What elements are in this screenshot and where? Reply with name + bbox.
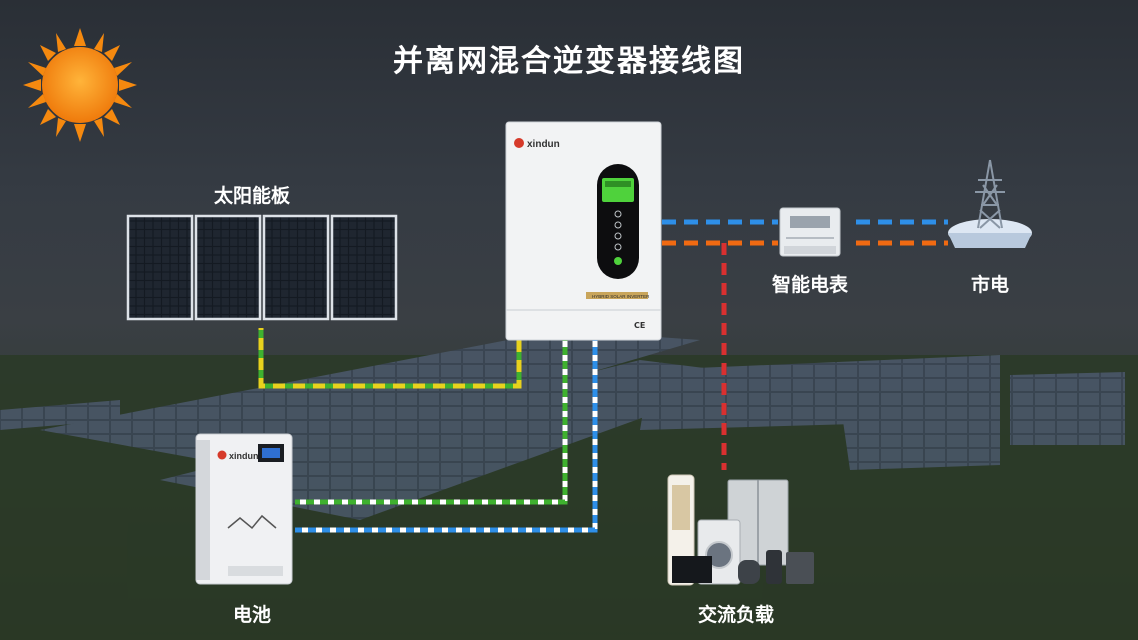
grid-wiring <box>662 219 948 246</box>
battery-unit: xindun <box>195 433 293 585</box>
solar-panel-array <box>126 214 398 321</box>
inverter-indicator-icon <box>614 257 622 265</box>
inverter-logo-text: xindun <box>527 139 560 150</box>
blender <box>766 550 782 584</box>
ce-mark-icon: CE <box>634 321 645 330</box>
rice-cooker <box>738 560 760 584</box>
solar-panel-2 <box>194 214 262 321</box>
battery-logo-icon <box>217 450 227 460</box>
solar-panel-3 <box>262 214 330 321</box>
label-grid: 市电 <box>970 274 1009 296</box>
power-tower-icon <box>948 159 1032 248</box>
ac-load-appliances <box>667 474 814 586</box>
label-battery: 电池 <box>232 604 271 626</box>
solar-panel-1 <box>126 214 194 321</box>
smart-meter <box>779 207 841 257</box>
microwave <box>786 552 814 584</box>
label-solar-panels: 太阳能板 <box>213 185 290 207</box>
label-smart-meter: 智能电表 <box>771 274 848 296</box>
battery-logo-text: xindun <box>229 451 259 461</box>
tv <box>672 556 712 583</box>
inverter-buttons <box>614 210 622 251</box>
hybrid-inverter: xindun HYBRID SOLAR INVERTER CE <box>505 121 662 341</box>
page-title: 并离网混合逆变器接线图 <box>393 44 745 79</box>
inverter-model-text: HYBRID SOLAR INVERTER <box>592 294 650 299</box>
inverter-logo-icon <box>514 138 524 148</box>
pv-wiring <box>258 328 522 389</box>
inverter-model-sticker <box>586 292 648 299</box>
background-solar-field <box>0 330 1138 640</box>
sun-icon <box>23 28 137 142</box>
solar-panel-4 <box>330 214 398 321</box>
battery-wiring <box>295 340 598 533</box>
label-ac-load: 交流负载 <box>697 604 774 626</box>
